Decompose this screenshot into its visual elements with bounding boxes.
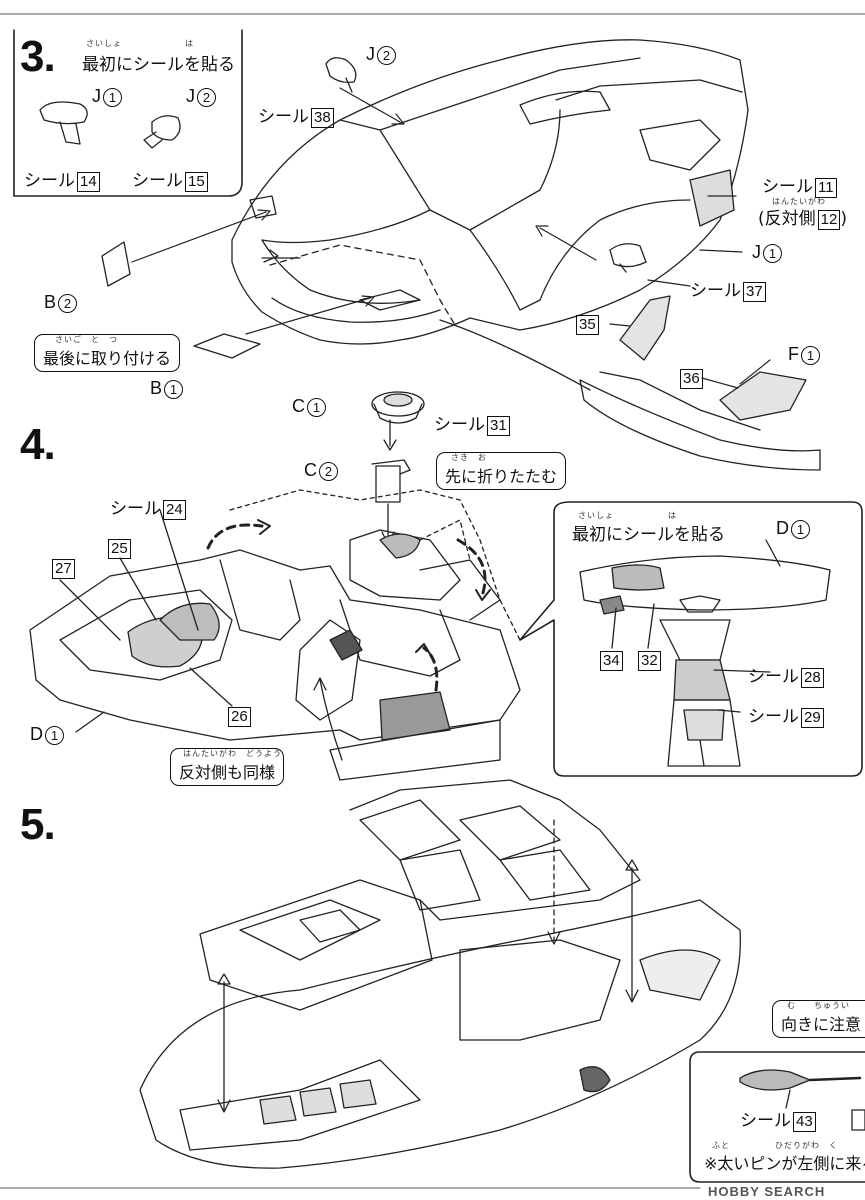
seat-part-c1-drawing [371, 391, 425, 424]
label-seal-32: 32 [636, 650, 661, 671]
step3-instruction-ruby: さいしょ は [86, 39, 194, 48]
fold-arrow-3 [422, 646, 439, 692]
part-b2-drawing [101, 241, 131, 287]
label-seal-26: 26 [226, 706, 251, 727]
pin-part-drawing [739, 1069, 862, 1091]
step3-car-body [231, 39, 821, 471]
step3-arrows [131, 87, 771, 389]
step4-number: 4. [20, 420, 56, 469]
last-attach-note: さいご と つ 最後に取り付ける [34, 334, 181, 372]
step3-callout-frame [13, 29, 243, 197]
label-opposite-ruby: はんたいがわ [772, 197, 826, 206]
inset-ruby: さいしょ は [578, 511, 677, 520]
step5-number: 5. [20, 800, 56, 849]
part-b1-drawing [193, 333, 261, 359]
label-seal-25: 25 [106, 538, 131, 559]
fold-arrow-2 [456, 538, 487, 598]
mirror-j2-top-drawing [325, 57, 357, 84]
label-seal-34: 34 [598, 650, 623, 671]
fold-arrow-1 [206, 523, 264, 550]
same-opposite-note: はんたいがわ どうよう 反対側も同様 [170, 748, 285, 786]
step3-number: 3. [20, 32, 56, 81]
mirror-j1-drawing [39, 101, 88, 145]
mirror-j2-drawing [143, 115, 181, 149]
interior-tub-d1-drawing [29, 529, 521, 781]
seat-part-c2-drawing [371, 459, 411, 503]
step5-chassis-drawing [139, 779, 741, 1169]
step4-inset-frame [519, 501, 863, 777]
label-seal-36: 36 [678, 368, 703, 389]
watermark: HOBBY SEARCH [708, 1184, 826, 1199]
label-seal-27: 27 [50, 558, 75, 579]
cropped-box [851, 1109, 865, 1131]
direction-note: む ちゅうい 向きに注意 [772, 1000, 865, 1038]
inset-instruction: 最初にシールを貼る [572, 525, 725, 545]
step5-note-frame [689, 1051, 865, 1183]
label-seal-35: 35 [574, 314, 599, 335]
fold-first-note: さき お 先に折りたたむ [436, 452, 567, 490]
fold-dashed-outline [229, 489, 521, 641]
pin-note-ruby: ふと ひだりがわ く [712, 1141, 838, 1150]
pin-note: ※太いピンが左側に来る。 [704, 1154, 865, 1173]
step3-instruction: 最初にシールを貼る [82, 55, 235, 75]
